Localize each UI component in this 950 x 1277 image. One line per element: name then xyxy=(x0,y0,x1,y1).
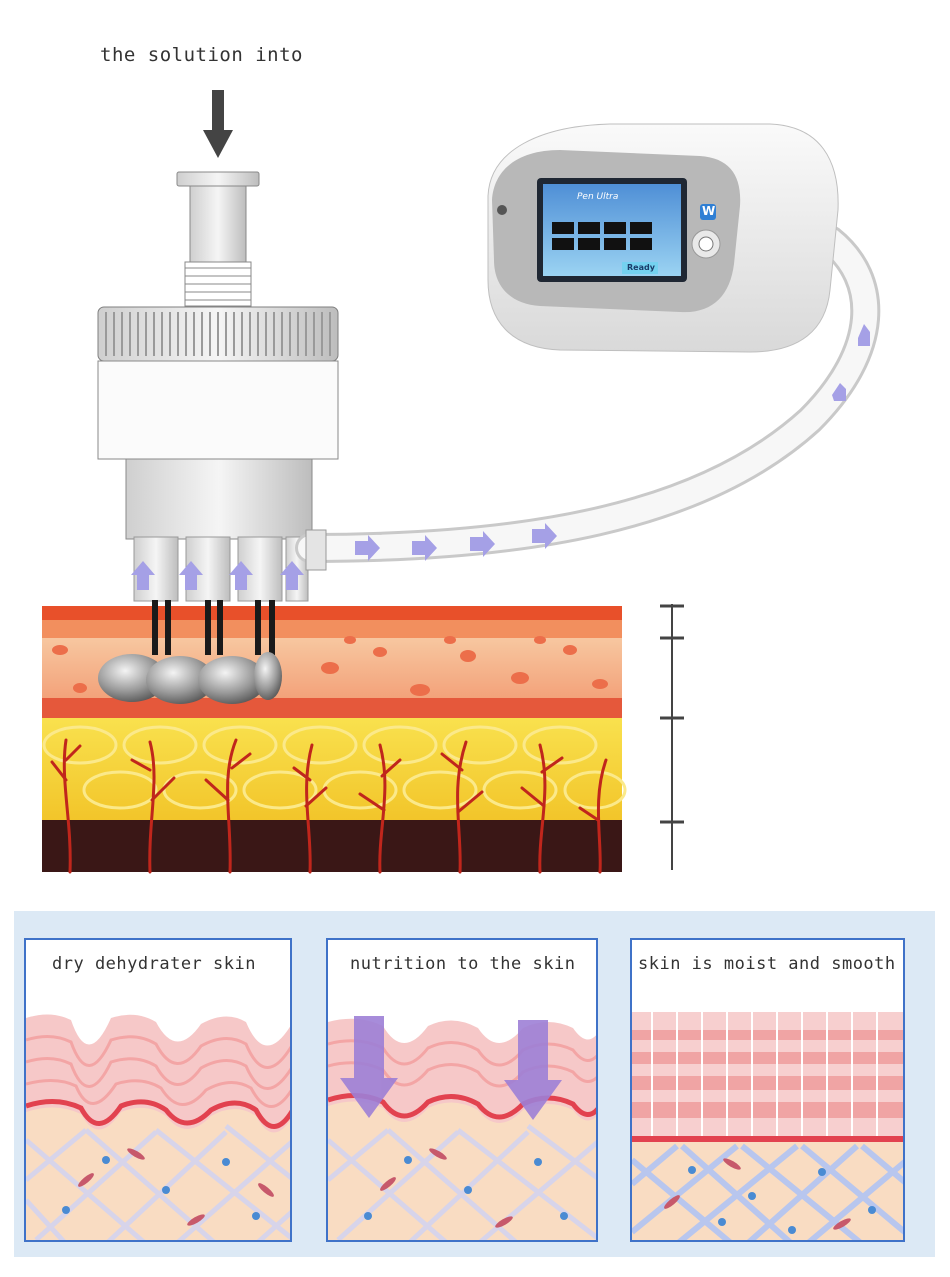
moist-skin-illustration xyxy=(632,1012,903,1240)
stage-dry-skin: dry dehydrater skin xyxy=(24,938,292,1242)
stage-nutrition: nutrition to the skin xyxy=(326,938,598,1242)
rolling-balls xyxy=(98,652,282,704)
flow-arrows xyxy=(355,324,870,561)
upward-flow-arrows xyxy=(131,561,304,590)
stage-label: skin is moist and smooth xyxy=(638,954,896,974)
device-logo: W xyxy=(702,204,716,218)
syringe-nozzle xyxy=(176,171,260,307)
stage-label: dry dehydrater skin xyxy=(52,954,256,974)
needle-housings xyxy=(133,536,309,602)
stage-label: nutrition to the skin xyxy=(350,954,576,974)
stage-moist-skin: skin is moist and smooth xyxy=(630,938,905,1242)
device-status: Ready xyxy=(627,263,655,272)
infusion-device-illustration xyxy=(42,90,881,874)
handpiece-neck xyxy=(125,458,313,540)
down-arrow-icon xyxy=(203,90,233,158)
dry-skin-illustration xyxy=(26,1014,290,1240)
device-unit xyxy=(487,123,839,353)
device-screen-brand: Pen Ultra xyxy=(577,192,619,202)
skin-cross-section xyxy=(42,600,627,874)
instruction-label: the solution into xyxy=(100,44,303,66)
knurled-cap xyxy=(97,306,339,362)
hose xyxy=(295,225,881,571)
handpiece-body xyxy=(97,360,339,460)
nutrition-down-arrow-icon xyxy=(340,1016,562,1120)
nutrition-illustration xyxy=(328,1016,596,1240)
depth-scale xyxy=(660,604,684,870)
